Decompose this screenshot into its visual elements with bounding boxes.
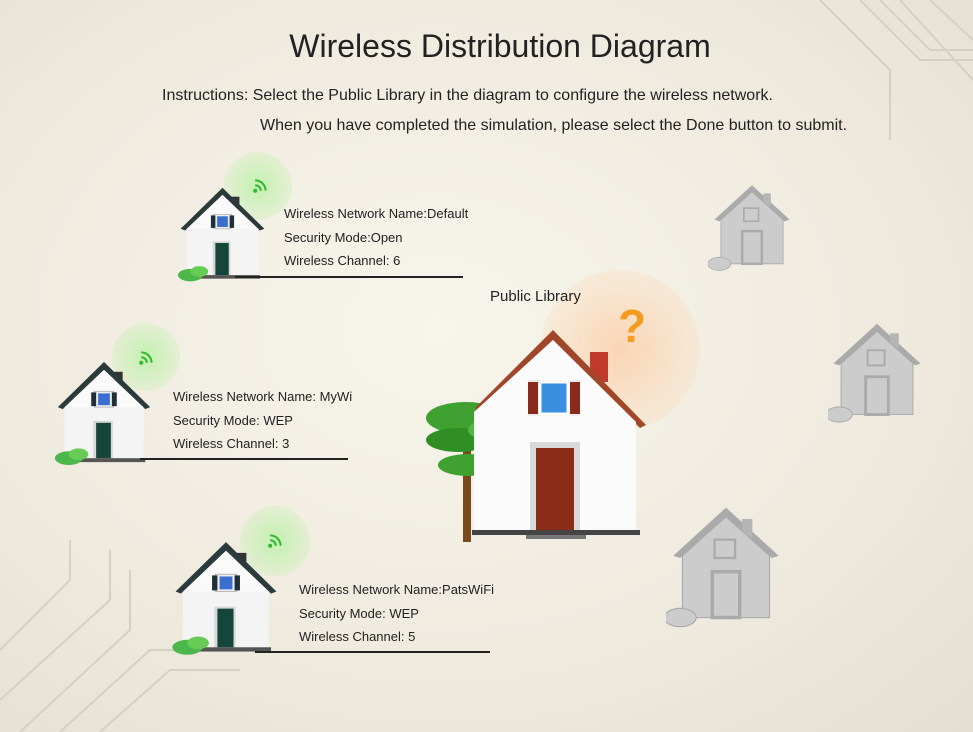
security-mode: Security Mode:Open bbox=[284, 229, 403, 245]
house-info-patswifi: Wireless Network Name:PatsWiFi Security … bbox=[299, 578, 494, 649]
house-info-default: Wireless Network Name:Default Security M… bbox=[284, 202, 468, 273]
public-library-button[interactable]: ? bbox=[418, 300, 658, 545]
instructions-line-2: When you have completed the simulation, … bbox=[260, 117, 848, 134]
security-mode: Security Mode: WEP bbox=[299, 605, 419, 621]
wireless-channel: Wireless Channel: 3 bbox=[173, 436, 290, 451]
public-library-label[interactable]: Public Library bbox=[490, 288, 581, 305]
wifi-signal-glow bbox=[112, 323, 180, 391]
house-info-mywi: Wireless Network Name: MyWi Security Mod… bbox=[173, 385, 352, 456]
circuit-decoration bbox=[0, 540, 240, 732]
inactive-house-icon bbox=[828, 320, 926, 424]
question-mark-icon: ? bbox=[618, 300, 646, 352]
divider-line bbox=[140, 458, 348, 460]
library-house-icon bbox=[472, 330, 646, 539]
network-name: Wireless Network Name:PatsWiFi bbox=[299, 582, 495, 597]
inactive-house-icon bbox=[708, 182, 796, 272]
network-name: Wireless Network Name:Default bbox=[284, 206, 469, 221]
network-name: Wireless Network Name: MyWi bbox=[173, 389, 353, 404]
divider-line bbox=[255, 651, 490, 653]
inactive-house-icon bbox=[666, 503, 786, 629]
divider-line bbox=[235, 276, 463, 278]
house-icon bbox=[52, 360, 156, 468]
page-title: Wireless Distribution Diagram bbox=[289, 28, 711, 64]
wireless-channel: Wireless Channel: 6 bbox=[284, 253, 401, 268]
circuit-decoration-top bbox=[819, 0, 973, 140]
house-icon bbox=[170, 540, 282, 658]
instructions-line-1: Instructions: Select the Public Library … bbox=[162, 87, 773, 104]
house-icon bbox=[175, 186, 270, 284]
wireless-channel: Wireless Channel: 5 bbox=[299, 629, 416, 644]
security-mode: Security Mode: WEP bbox=[173, 412, 293, 428]
wifi-signal-glow bbox=[240, 506, 310, 576]
